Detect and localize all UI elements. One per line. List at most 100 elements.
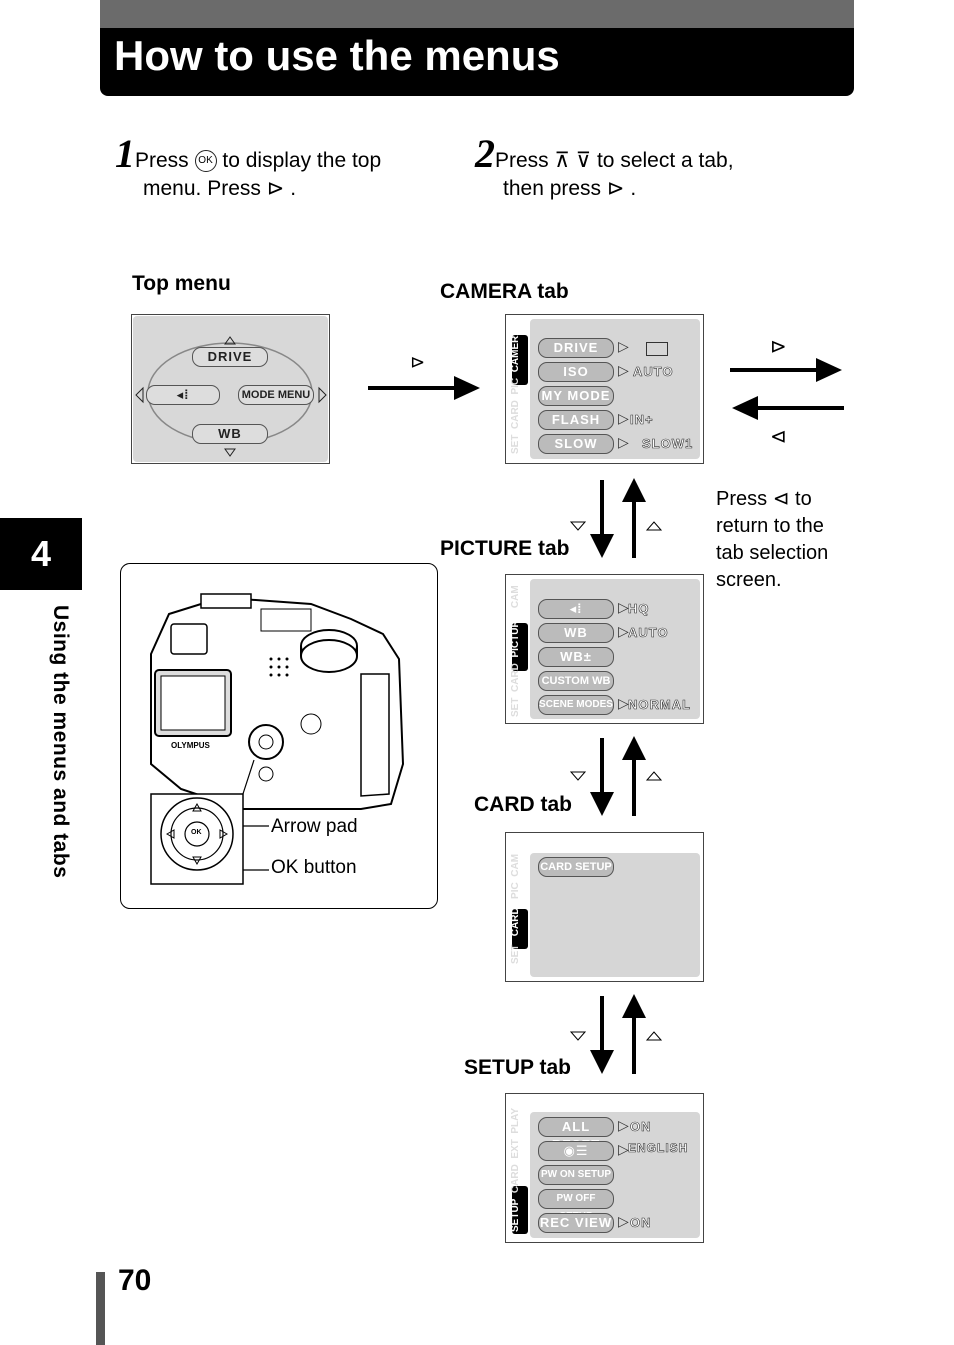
chapter-title: Using the menus and tabs <box>49 605 72 879</box>
page-marker <box>96 1272 105 1345</box>
arrow-right-icon: ▷ <box>618 1117 629 1133</box>
arrow-right-icon: ▷ <box>618 1141 629 1157</box>
step-text: menu. Press <box>143 177 261 200</box>
active-side-tab <box>512 335 528 385</box>
camera-tab-label: CAMERA tab <box>440 280 569 303</box>
language-icon: ◉☰ <box>563 1143 589 1158</box>
flash-value: IN+ <box>630 412 654 428</box>
scene-value: NORMAL <box>628 697 692 713</box>
language-item[interactable]: ◉☰ <box>538 1141 614 1161</box>
step-number: 1 <box>115 131 135 176</box>
menu-item[interactable]: ALL RESET <box>538 1117 614 1152</box>
camera-illustration: OLYMPUS OK <box>150 593 405 885</box>
camera-illustration-box: OLYMPUS OK Arro <box>120 563 438 909</box>
step-1: 1Press OK to display the top menu. Press… <box>115 134 445 203</box>
step-number: 2 <box>475 131 495 176</box>
arrow-right-icon: ⊳ <box>266 177 285 200</box>
step-text: then press <box>503 177 602 200</box>
quality-item[interactable]: ◂⁞ <box>538 599 614 619</box>
picture-tab-label: PICTURE tab <box>440 537 570 560</box>
side-tabs: SET CARD PICTURE CAM <box>510 581 530 721</box>
menu-item[interactable]: WB <box>538 623 614 643</box>
arrow-right-icon: ⊳ <box>770 336 787 358</box>
quality-icon: ◂⁞ <box>176 387 190 402</box>
slow-value: SLOW1 <box>642 436 694 452</box>
side-tab-label: CARD <box>510 399 521 429</box>
arrow-right-icon: ▷ <box>618 599 629 615</box>
side-tab-label: CAM <box>510 585 521 608</box>
arrow-down-icon: ⊽ <box>575 149 592 172</box>
setup-tab-label: SETUP tab <box>464 1056 571 1079</box>
svg-text:OLYMPUS: OLYMPUS <box>171 741 210 750</box>
side-tab-label: PICTURE <box>510 613 521 658</box>
forward-arrow <box>368 376 480 400</box>
tab-switch-arrows <box>569 478 663 558</box>
active-side-tab <box>512 909 528 949</box>
tab-switch-arrows <box>569 994 663 1074</box>
side-tab-label: PIC <box>510 882 521 899</box>
step-text: Press <box>135 149 189 172</box>
menu-item[interactable]: PW OFF SETUP <box>538 1189 614 1222</box>
menu-item[interactable]: CUSTOM WB <box>538 671 614 691</box>
step-text: to select a tab, <box>596 149 734 172</box>
side-tab-label: CARD <box>510 1164 521 1194</box>
page-number: 70 <box>118 1264 152 1297</box>
side-tab-label: PLAY <box>510 1107 521 1134</box>
arrow-right-icon: ▷ <box>618 434 629 450</box>
note-text: to <box>795 488 812 510</box>
top-menu-screen: DRIVE MODE MENU ◂⁞ WB <box>131 314 330 464</box>
arrow-right-icon: ▷ <box>618 362 629 378</box>
menu-item[interactable]: WB± <box>538 647 614 667</box>
menu-item[interactable]: REC VIEW <box>538 1213 614 1233</box>
menu-item[interactable]: SLOW <box>538 434 614 454</box>
arrow-pad-label: Arrow pad <box>271 816 358 837</box>
wb-option[interactable]: WB <box>192 424 268 444</box>
note-text: return to the <box>716 515 824 537</box>
arrow-right-icon: ▷ <box>618 623 629 639</box>
side-tabs: SETUP CARD EXT PLAY <box>510 1100 530 1240</box>
note-text: Press <box>716 488 768 510</box>
side-tab-label: EXT <box>510 1139 521 1159</box>
arrow-right-icon: ▷ <box>618 338 629 354</box>
back-arrow <box>732 396 844 420</box>
mode-menu-option[interactable]: MODE MENU <box>238 385 314 405</box>
quality-option[interactable]: ◂⁞ <box>146 385 220 405</box>
side-tab-label: SET <box>510 697 521 717</box>
side-tab-label: CAMERA <box>510 328 521 373</box>
side-tabs: SET CARD PIC CAM <box>510 839 530 979</box>
menu-item[interactable]: SCENE MODES <box>538 695 614 715</box>
single-frame-icon <box>646 342 668 356</box>
drive-option[interactable]: DRIVE <box>192 347 268 367</box>
card-tab-screen: SET CARD PIC CAM CARD SETUP <box>505 832 704 982</box>
reset-value: ON <box>630 1119 652 1135</box>
top-menu-label: Top menu <box>132 272 231 295</box>
menu-item[interactable]: DRIVE <box>538 338 614 358</box>
ok-button-label: OK button <box>271 857 357 878</box>
quality-icon: ◂⁞ <box>569 601 583 616</box>
active-side-tab <box>512 623 528 671</box>
language-value: ENGLISH <box>628 1141 689 1156</box>
side-tab-label: PIC <box>510 377 521 395</box>
menu-item[interactable]: ISO <box>538 362 614 382</box>
arrow-right-icon: ▷ <box>618 695 629 711</box>
menu-item[interactable]: CARD SETUP <box>538 857 614 877</box>
arrow-right-icon: ▷ <box>618 410 629 426</box>
tab-switch-arrows <box>569 736 663 816</box>
arrow-right-icon: ⊳ <box>606 177 625 200</box>
svg-text:OK: OK <box>191 829 202 836</box>
side-tab-label: SETUP <box>510 1198 521 1233</box>
side-tab-label: SET <box>510 434 521 454</box>
arrow-up-icon: ⊼ <box>554 149 570 172</box>
step-text: to display the top <box>222 149 382 172</box>
page-title: How to use the menus <box>100 28 854 96</box>
side-tab-label: CARD <box>510 907 521 937</box>
active-side-tab <box>512 1186 528 1234</box>
arrow-right-icon: ▷ <box>618 1213 629 1229</box>
return-note: Press ⊲ to return to the tab selection s… <box>716 486 828 594</box>
menu-item[interactable]: PW ON SETUP <box>538 1165 614 1185</box>
menu-item[interactable]: FLASH <box>538 410 614 430</box>
menu-item[interactable]: MY MODE <box>538 386 614 406</box>
step-text: . <box>630 177 637 200</box>
side-tabs: SET CARD PIC CAMERA <box>510 321 530 461</box>
arrow-left-icon: ⊲ <box>770 426 787 448</box>
